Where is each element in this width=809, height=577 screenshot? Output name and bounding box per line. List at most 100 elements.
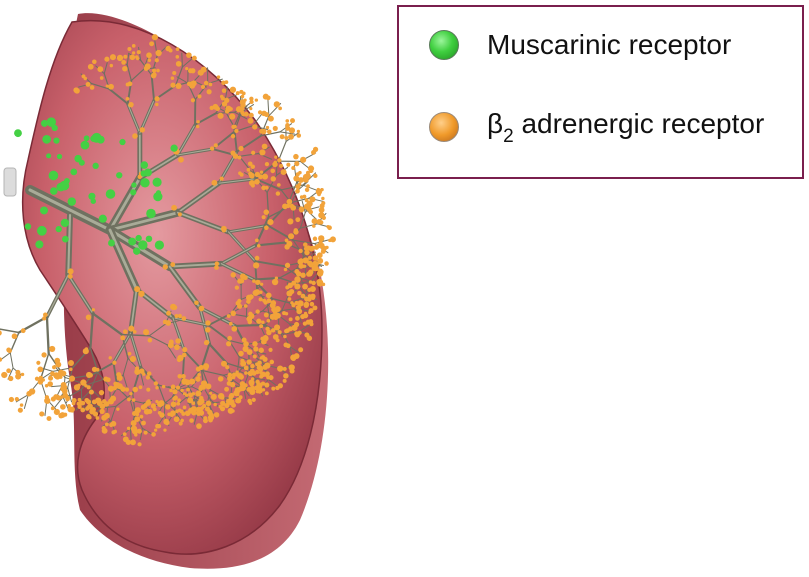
beta2-receptor-dot — [172, 71, 176, 75]
beta2-receptor-dot — [263, 94, 269, 100]
beta2-receptor-dot — [264, 383, 269, 388]
beta2-receptor-dot — [211, 394, 217, 400]
beta2-receptor-dot — [137, 442, 141, 446]
beta2-receptor-dot — [77, 383, 80, 386]
muscarinic-receptor-dot — [108, 240, 115, 247]
muscarinic-receptor-dot — [140, 161, 148, 169]
beta2-receptor-dot — [252, 341, 257, 346]
beta2-receptor-dot — [196, 120, 199, 123]
beta2-receptor-dot — [148, 338, 153, 343]
beta2-receptor-dot — [316, 279, 322, 285]
beta2-receptor-dot — [141, 421, 146, 426]
beta2-receptor-dot — [15, 397, 19, 401]
beta2-receptor-dot — [172, 389, 177, 394]
beta2-receptor-dot — [60, 412, 66, 418]
beta2-receptor-dot — [271, 387, 275, 391]
beta2-receptor-dot — [20, 403, 23, 406]
beta2-receptor-dot — [295, 189, 300, 194]
beta2-receptor-dot — [269, 360, 274, 365]
beta2-receptor-dot — [256, 319, 261, 324]
beta2-receptor-dot — [255, 362, 259, 366]
beta2-receptor-dot — [152, 72, 157, 77]
beta2-receptor-dot — [45, 395, 49, 399]
beta2-receptor-dot — [104, 57, 109, 62]
beta2-receptor-dot — [8, 376, 13, 381]
beta2-receptor-dot — [112, 361, 116, 365]
beta2-receptor-dot — [222, 228, 227, 233]
beta2-receptor-dot — [86, 405, 90, 409]
beta2-receptor-dot — [82, 74, 86, 78]
beta2-receptor-dot — [285, 328, 290, 333]
beta-subscript: 2 — [503, 126, 514, 147]
beta2-receptor-dot — [188, 68, 193, 73]
beta2-receptor-dot — [235, 387, 241, 393]
beta2-receptor-dot — [127, 427, 131, 431]
beta2-receptor-dot — [264, 362, 270, 368]
beta2-receptor-dot — [285, 263, 290, 268]
beta2-receptor-dot — [136, 57, 139, 60]
beta2-receptor-dot — [231, 272, 236, 277]
beta2-receptor-dot — [288, 134, 294, 140]
muscarinic-receptor-dot — [37, 226, 47, 236]
beta2-receptor-dot — [327, 225, 332, 230]
beta2-receptor-dot — [288, 283, 293, 288]
beta2-receptor-dot — [226, 398, 232, 404]
muscarinic-receptor-dot — [14, 129, 22, 137]
beta2-receptor-dot — [61, 382, 67, 388]
beta2-receptor-dot — [277, 366, 283, 372]
beta2-receptor-dot — [181, 374, 186, 379]
beta2-receptor-dot — [179, 421, 183, 425]
beta2-receptor-dot — [294, 161, 299, 166]
beta2-receptor-dot — [249, 173, 255, 179]
beta2-receptor-dot — [260, 170, 263, 173]
beta2-receptor-dot — [206, 401, 212, 407]
beta2-receptor-dot — [297, 130, 300, 133]
muscarinic-receptor-dot — [74, 155, 81, 162]
beta2-receptor-dot — [249, 401, 253, 405]
beta2-receptor-dot — [322, 216, 326, 220]
beta2-receptor-dot — [271, 328, 275, 332]
beta2-receptor-dot — [21, 328, 26, 333]
beta2-receptor-dot — [213, 403, 217, 407]
muscarinic-receptor-dot — [82, 141, 87, 146]
beta2-receptor-dot — [135, 407, 141, 413]
beta2-receptor-dot — [270, 302, 276, 308]
beta2-receptor-dot — [147, 371, 152, 376]
beta2-receptor-dot — [303, 177, 309, 183]
beta2-receptor-dot — [310, 286, 316, 292]
beta2-receptor-dot — [268, 348, 272, 352]
beta2-receptor-dot — [191, 98, 195, 102]
beta2-receptor-dot — [192, 56, 197, 61]
beta2-receptor-dot — [178, 212, 182, 216]
beta2-receptor-dot — [155, 58, 159, 62]
beta2-receptor-dot — [320, 188, 323, 191]
beta2-receptor-dot — [138, 291, 144, 297]
beta2-receptor-dot — [286, 343, 291, 348]
beta2-receptor-dot — [6, 368, 11, 373]
muscarinic-receptor-dot — [155, 240, 164, 249]
beta2-receptor-dot — [284, 244, 289, 249]
beta2-receptor-dot — [51, 397, 56, 402]
beta2-receptor-dot — [202, 404, 206, 408]
beta2-receptor-dot — [272, 279, 278, 285]
beta2-receptor-dot — [196, 366, 201, 371]
beta2-receptor-dot — [43, 312, 48, 317]
muscarinic-receptor-dot — [41, 120, 48, 127]
beta2-receptor-dot — [259, 297, 263, 301]
beta2-receptor-dot — [146, 52, 152, 58]
beta2-receptor-dot — [267, 319, 271, 323]
beta2-receptor-dot — [56, 396, 61, 401]
muscarinic-receptor-dot — [40, 206, 48, 214]
muscarinic-receptor-dot — [138, 240, 147, 249]
airway-branch — [10, 353, 13, 368]
beta2-receptor-dot — [291, 303, 295, 307]
beta2-receptor-dot — [137, 50, 141, 54]
beta2-receptor-dot — [286, 290, 292, 296]
muscarinic-receptor-dot — [131, 182, 136, 187]
beta2-receptor-dot — [36, 361, 40, 365]
beta2-receptor-dot — [278, 330, 282, 334]
beta2-receptor-dot — [144, 66, 149, 71]
beta2-receptor-dot — [167, 412, 171, 416]
beta2-receptor-dot — [171, 401, 177, 407]
beta2-receptor-dot — [229, 113, 235, 119]
